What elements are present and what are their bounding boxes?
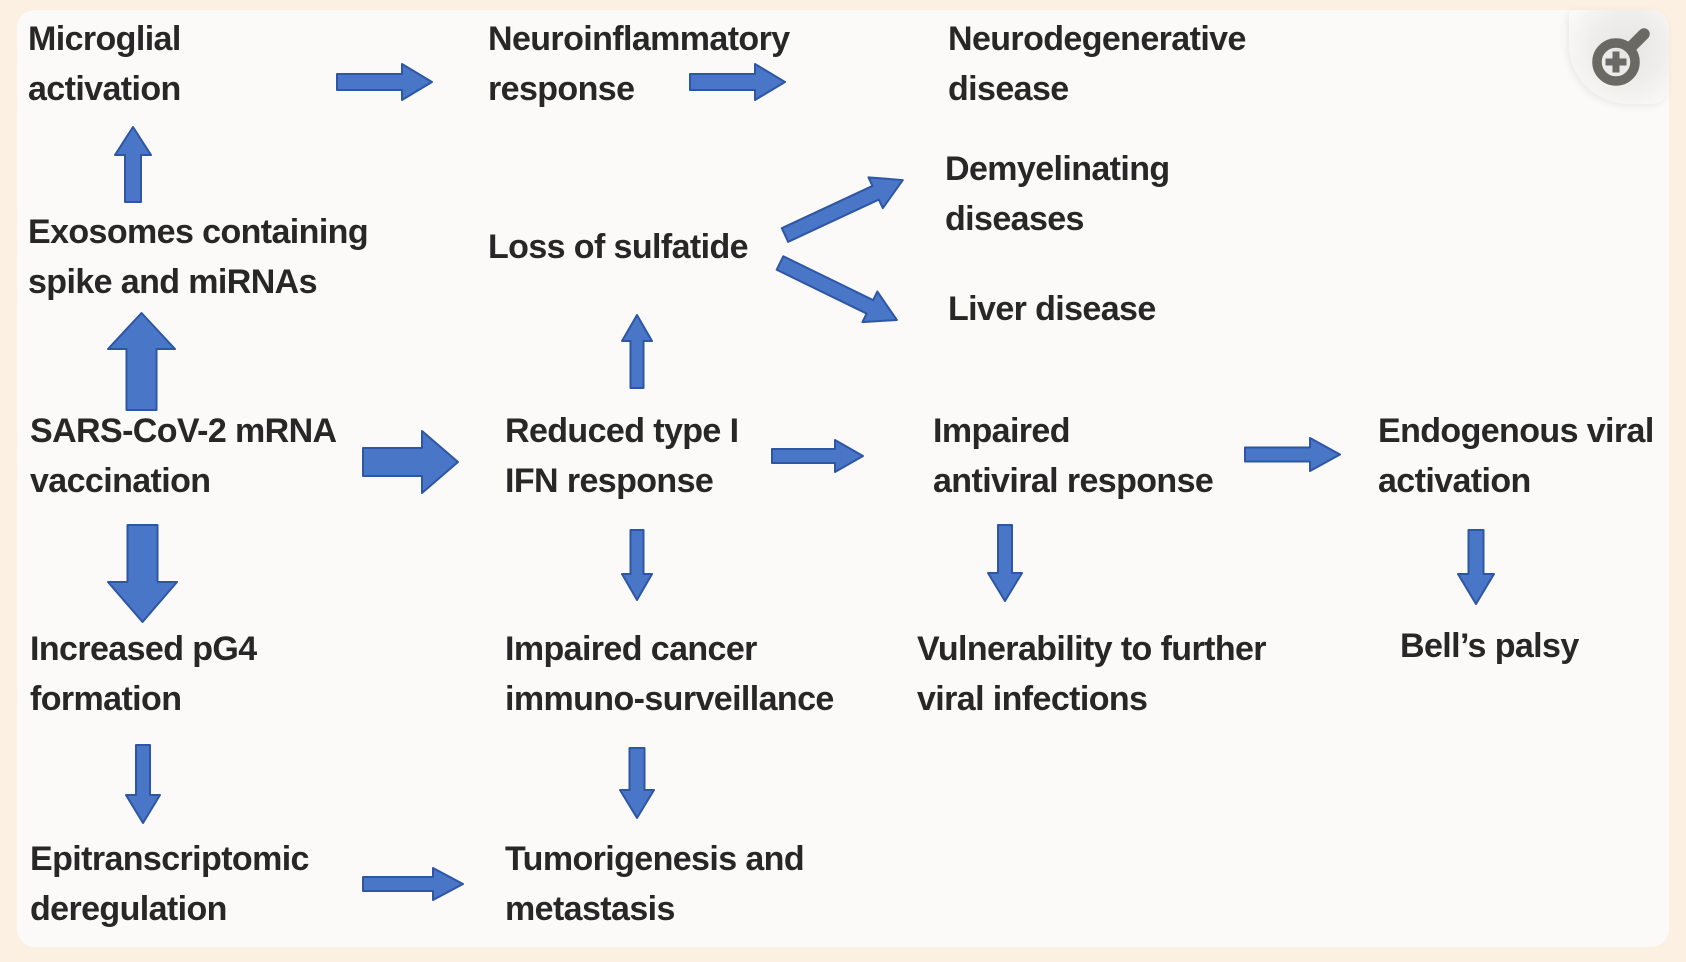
node-epitranscriptomic: Epitranscriptomic deregulation [30, 840, 309, 928]
arrow-sars-to-exosomes [107, 312, 176, 411]
node-demyelinating: Demyelinating diseases [945, 150, 1170, 238]
arrow-epitranscriptomic-to-tumorigenesis [362, 867, 464, 901]
node-neurodegenerative: Neurodegenerative disease [948, 20, 1246, 108]
magnifier-plus-icon [1592, 28, 1650, 86]
node-reduced-ifn: Reduced type I IFN response [505, 412, 739, 500]
arrow-reduced-ifn-to-loss-sulfatide [621, 314, 653, 389]
zoom-in-button[interactable] [1569, 10, 1669, 104]
figure-canvas [17, 10, 1669, 947]
arrow-microglial-to-neuroinflammatory [336, 63, 433, 101]
arrow-endogenous-viral-to-bells-palsy [1457, 529, 1495, 605]
arrow-loss-sulfatide-to-demyelinating [780, 176, 904, 243]
arrow-impaired-cancer-to-tumorigenesis [619, 747, 655, 819]
arrow-impaired-antiviral-to-endogenous-viral [1244, 437, 1341, 472]
node-sars: SARS-CoV-2 mRNA vaccination [30, 412, 337, 500]
arrow-exosomes-to-microglial [114, 126, 152, 203]
arrow-sars-to-increased-pg4 [107, 524, 178, 623]
node-neuroinflammatory: Neuroinflammatory response [488, 20, 790, 108]
arrow-loss-sulfatide-to-liver [775, 255, 898, 324]
arrow-reduced-ifn-to-impaired-cancer [621, 529, 653, 601]
arrow-neuroinflammatory-to-neurodegenerative [689, 63, 786, 101]
node-increased-pg4: Increased pG4 formation [30, 630, 257, 718]
node-tumorigenesis: Tumorigenesis and metastasis [505, 840, 805, 928]
arrow-reduced-ifn-to-impaired-antiviral [771, 439, 864, 473]
arrow-increased-pg4-to-epitranscriptomic [125, 744, 161, 824]
node-loss-sulfatide: Loss of sulfatide [488, 228, 749, 266]
arrow-impaired-antiviral-to-vulnerability [987, 524, 1023, 602]
node-liver: Liver disease [948, 290, 1156, 328]
node-exosomes: Exosomes containing spike and miRNAs [28, 213, 369, 301]
node-vulnerability: Vulnerability to further viral infection… [917, 630, 1267, 718]
node-impaired-antiviral: Impaired antiviral response [933, 412, 1214, 500]
node-endogenous-viral: Endogenous viral activation [1378, 412, 1654, 500]
node-impaired-cancer: Impaired cancer immuno-surveillance [505, 630, 834, 718]
node-microglial: Microglial activation [28, 20, 181, 108]
arrow-sars-to-reduced-ifn [362, 430, 459, 494]
node-bells-palsy: Bell’s palsy [1400, 627, 1579, 665]
